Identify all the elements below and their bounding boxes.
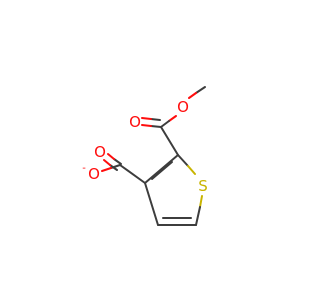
bond-ester-co-o1	[141, 124, 152, 127]
bond-methoxy-o	[168, 115, 177, 122]
bond-c2-s-s	[187, 165, 196, 175]
bond-acid-co-c1	[113, 158, 122, 165]
bond-ester-co-c2	[150, 118, 161, 121]
bond-acid-co-minus-c	[110, 164, 121, 169]
atom-o-carboxylate-charge: -	[82, 163, 86, 174]
sulfur-bonds	[177, 154, 203, 226]
bond-ester-co-o2	[141, 117, 152, 120]
bond-acid-co-o1	[107, 153, 115, 160]
bond-ring-c2-c3	[144, 154, 179, 184]
molecule-structure: O O O O - S	[82, 86, 208, 226]
atom-s-ring: S	[198, 177, 208, 195]
bond-methoxy-c	[160, 120, 170, 128]
bond-c2-s-c	[177, 154, 189, 167]
bond-acid-co-o2	[103, 159, 111, 166]
atom-o-carboxylate: O	[88, 165, 100, 183]
oxygen-bonds	[101, 86, 206, 172]
atom-o-ester-carbonyl: O	[129, 113, 141, 131]
bond-ring-c3-acid-c	[119, 164, 146, 184]
bond-ring-c2-c3-inner	[151, 161, 173, 180]
bond-methyl-c	[195, 86, 206, 94]
atom-o-acid-carbonyl: O	[94, 143, 106, 161]
carbon-bonds	[119, 126, 197, 226]
bond-s-c5-s	[199, 195, 203, 208]
bond-ring-c3-c4	[144, 182, 159, 226]
bond-acid-co-minus-o	[101, 167, 112, 172]
atom-o-methoxy: O	[177, 98, 189, 116]
bond-ester-c-ring-c2	[160, 126, 179, 156]
bond-methyl-o	[188, 92, 197, 99]
bond-ester-co-c1	[150, 125, 162, 128]
bond-s-c5-c	[195, 206, 201, 226]
